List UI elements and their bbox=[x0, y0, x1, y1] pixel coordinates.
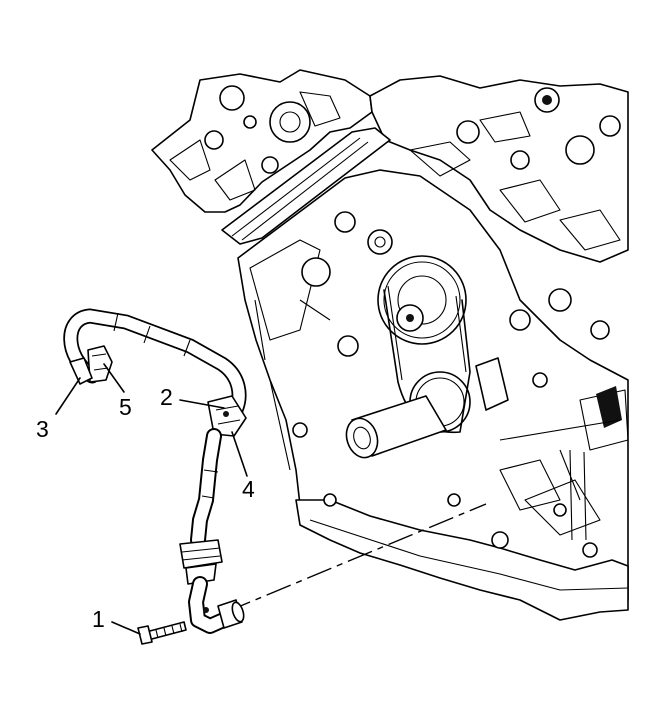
callout-1: 1 bbox=[92, 606, 105, 632]
callout-5: 5 bbox=[119, 394, 132, 420]
leader-line-3 bbox=[55, 377, 81, 415]
callout-2: 2 bbox=[160, 384, 173, 410]
callout-4: 4 bbox=[242, 476, 255, 502]
engine-block bbox=[151, 69, 629, 621]
leader-line-4 bbox=[231, 431, 248, 477]
leader-line-1 bbox=[111, 621, 141, 635]
leader-lines bbox=[55, 363, 248, 635]
callout-3: 3 bbox=[36, 416, 49, 442]
alignment-line bbox=[225, 503, 487, 613]
hose-assembly bbox=[63, 308, 247, 634]
leader-line-5 bbox=[103, 363, 125, 393]
leader-line-2 bbox=[179, 399, 225, 409]
bolt bbox=[137, 621, 187, 645]
